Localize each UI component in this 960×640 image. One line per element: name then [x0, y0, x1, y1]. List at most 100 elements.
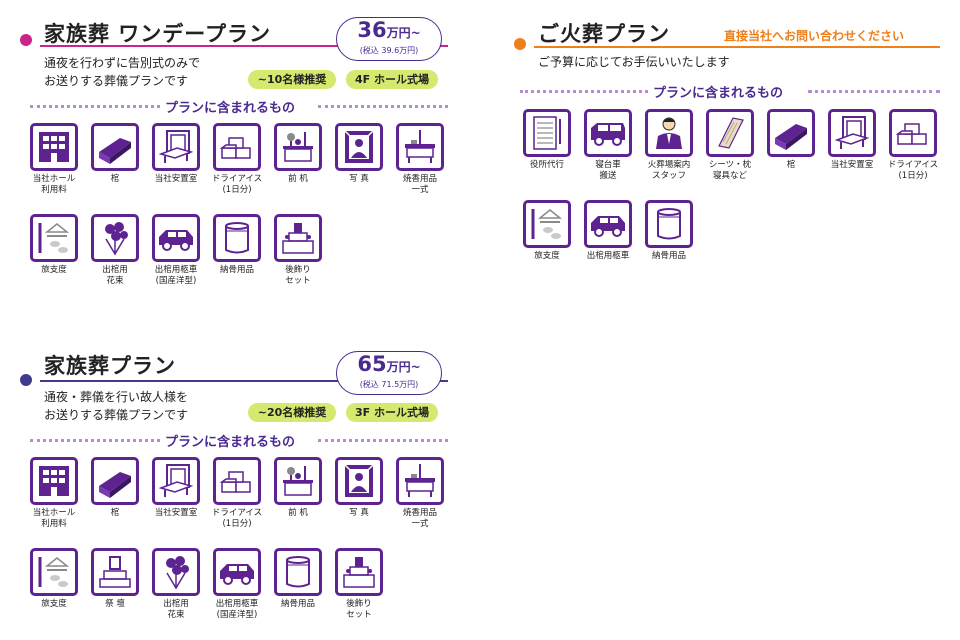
item-label: 焼香用品 一式 — [402, 508, 437, 529]
coffin-icon — [91, 123, 139, 171]
urn-icon — [213, 214, 261, 262]
included-heading: プランに含まれるもの — [653, 86, 784, 101]
price-tax: (税込 71.5万円) — [359, 380, 419, 389]
altar-icon — [91, 548, 139, 596]
dry-ice-icon — [213, 457, 261, 505]
item-label: 出棺用柩車 (国産洋型) — [215, 599, 259, 620]
item-document: 役所代行 — [520, 109, 574, 171]
building-icon — [30, 457, 78, 505]
dry-ice-icon — [213, 123, 261, 171]
photo-icon — [335, 457, 383, 505]
travel-kit-icon — [30, 548, 78, 596]
mortuary-icon — [152, 123, 200, 171]
price-badge: 36万円~ (税込 39.6万円) — [336, 17, 442, 61]
included-heading: プランに含まれるもの — [165, 101, 296, 116]
title-underline — [534, 46, 940, 48]
photo-icon — [335, 123, 383, 171]
plan-title: ご火葬プラン — [538, 22, 670, 46]
section-dot — [20, 34, 32, 46]
item-dry-ice: ドライアイス (1日分) — [210, 123, 264, 196]
section-dot — [514, 38, 526, 50]
altar-desk-icon — [274, 457, 322, 505]
memorial-altar-icon — [335, 548, 383, 596]
plan-title: 家族葬プラン — [44, 354, 176, 378]
dotted-divider-right — [808, 90, 940, 93]
item-photo: 写 真 — [332, 123, 386, 185]
item-label: 寝台車 搬送 — [595, 160, 621, 181]
item-label: 当社安置室 — [830, 160, 874, 170]
building-icon — [30, 123, 78, 171]
item-label: 後飾り セット — [285, 265, 311, 286]
staff-icon — [645, 109, 693, 157]
plan-description: 通夜・葬儀を行い故人様を お送りする葬儀プランです — [44, 390, 189, 422]
hearse-icon — [213, 548, 261, 596]
item-bouquet: 出棺用 花束 — [88, 214, 142, 287]
incense-icon — [396, 123, 444, 171]
section-dot — [20, 374, 32, 386]
memorial-altar-icon — [274, 214, 322, 262]
price-value: 65 — [357, 352, 387, 376]
item-label: 棺 — [786, 160, 796, 170]
item-label: 納骨用品 — [280, 599, 315, 609]
item-dry-ice: ドライアイス (1日分) — [886, 109, 940, 182]
item-label: 後飾り セット — [346, 599, 372, 620]
bouquet-icon — [152, 548, 200, 596]
document-icon — [523, 109, 571, 157]
capacity-tag: ~20名様推奨 — [248, 403, 336, 422]
item-staff: 火葬場案内 スタッフ — [642, 109, 696, 182]
item-urn: 納骨用品 — [642, 200, 696, 262]
item-label: 出棺用 花束 — [163, 599, 189, 620]
capacity-tag: ~10名様推奨 — [248, 70, 336, 89]
item-label: シーツ・枕 寝具など — [708, 160, 752, 181]
mortuary-icon — [828, 109, 876, 157]
item-building: 当社ホール 利用料 — [27, 457, 81, 530]
item-altar-desk: 前 机 — [271, 123, 325, 185]
price-unit: 万円~ — [386, 360, 421, 374]
item-photo: 写 真 — [332, 457, 386, 519]
urn-icon — [274, 548, 322, 596]
coffin-icon — [91, 457, 139, 505]
dry-ice-icon — [889, 109, 937, 157]
sheet-icon — [706, 109, 754, 157]
included-heading: プランに含まれるもの — [165, 435, 296, 450]
van-icon — [584, 109, 632, 157]
item-sheet: シーツ・枕 寝具など — [703, 109, 757, 182]
item-altar-desk: 前 机 — [271, 457, 325, 519]
item-label: 棺 — [110, 508, 120, 518]
item-label: 写 真 — [349, 174, 369, 184]
item-label: 出棺用 花束 — [102, 265, 128, 286]
item-label: 焼香用品 一式 — [402, 174, 437, 195]
title-underline — [40, 380, 340, 382]
item-van: 寝台車 搬送 — [581, 109, 635, 182]
item-incense: 焼香用品 一式 — [393, 457, 447, 530]
item-label: 当社安置室 — [154, 174, 198, 184]
item-altar: 祭 壇 — [88, 548, 142, 610]
item-mortuary: 当社安置室 — [149, 123, 203, 185]
item-label: 当社ホール 利用料 — [32, 174, 76, 195]
price-unit: 万円~ — [386, 26, 421, 40]
contact-note: 直接当社へお問い合わせください — [724, 29, 905, 43]
item-coffin: 棺 — [88, 123, 142, 185]
urn-icon — [645, 200, 693, 248]
travel-kit-icon — [523, 200, 571, 248]
bouquet-icon — [91, 214, 139, 262]
item-urn: 納骨用品 — [271, 548, 325, 610]
title-underline-end — [440, 380, 448, 382]
item-incense: 焼香用品 一式 — [393, 123, 447, 196]
item-hearse: 出棺用柩車 — [581, 200, 635, 262]
item-memorial-altar: 後飾り セット — [271, 214, 325, 287]
dotted-divider-left — [520, 90, 648, 93]
item-label: 納骨用品 — [219, 265, 254, 275]
altar-desk-icon — [274, 123, 322, 171]
price-badge: 65万円~ (税込 71.5万円) — [336, 351, 442, 395]
hearse-icon — [584, 200, 632, 248]
item-label: 役所代行 — [529, 160, 564, 170]
plan-description: 通夜を行わずに告別式のみで お送りする葬儀プランです — [44, 56, 201, 88]
dotted-divider-right — [318, 439, 448, 442]
mortuary-icon — [152, 457, 200, 505]
item-label: ドライアイス (1日分) — [211, 508, 263, 529]
title-underline — [40, 45, 340, 47]
item-label: ドライアイス (1日分) — [211, 174, 263, 195]
item-dry-ice: ドライアイス (1日分) — [210, 457, 264, 530]
item-label: 納骨用品 — [651, 251, 686, 261]
